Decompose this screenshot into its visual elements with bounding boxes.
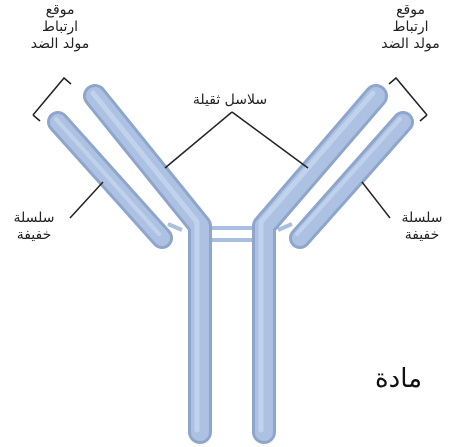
- light-chain-left: [47, 111, 173, 249]
- label-line: سلسلة: [13, 210, 55, 226]
- antigen-binding-site-label-left: موقع ارتباط مولد الضد: [0, 2, 120, 53]
- label-line: سلاسل ثقيلة: [192, 92, 268, 108]
- label-line: موقع: [45, 2, 75, 18]
- label-line: مولد الضد: [381, 36, 440, 52]
- light-heavy-connector-right: [277, 222, 293, 232]
- bracket-right: [388, 76, 428, 122]
- light-chain-pointer-left: [69, 181, 104, 219]
- heavy-chain-left: [83, 84, 212, 444]
- heavy-chain-right: [252, 84, 388, 444]
- heavy-chains-label: سلاسل ثقيلة: [160, 92, 300, 109]
- heavy-chain-pointers: [164, 111, 309, 169]
- antigen-binding-site-label-right: موقع ارتباط مولد الضد: [360, 2, 461, 53]
- label-line: مولد الضد: [30, 36, 90, 52]
- bracket-left: [32, 76, 72, 122]
- light-chain-label-right: سلسلة خفيفة: [383, 210, 461, 244]
- light-chain-pointer-right: [361, 181, 391, 219]
- label-line: خفيفة: [404, 227, 440, 243]
- label-line: موقع: [396, 2, 425, 18]
- light-chain-right: [289, 111, 414, 249]
- light-heavy-connector-left: [167, 222, 183, 232]
- label-line: خفيفة: [16, 227, 52, 243]
- light-chain-label-left: سلسلة خفيفة: [0, 210, 68, 244]
- partial-caption-text: مادة: [375, 364, 461, 394]
- label-line: سلسلة: [401, 210, 443, 226]
- label-line: مادة: [375, 364, 423, 394]
- label-line: ارتباط: [392, 19, 429, 35]
- label-line: ارتباط: [42, 19, 78, 35]
